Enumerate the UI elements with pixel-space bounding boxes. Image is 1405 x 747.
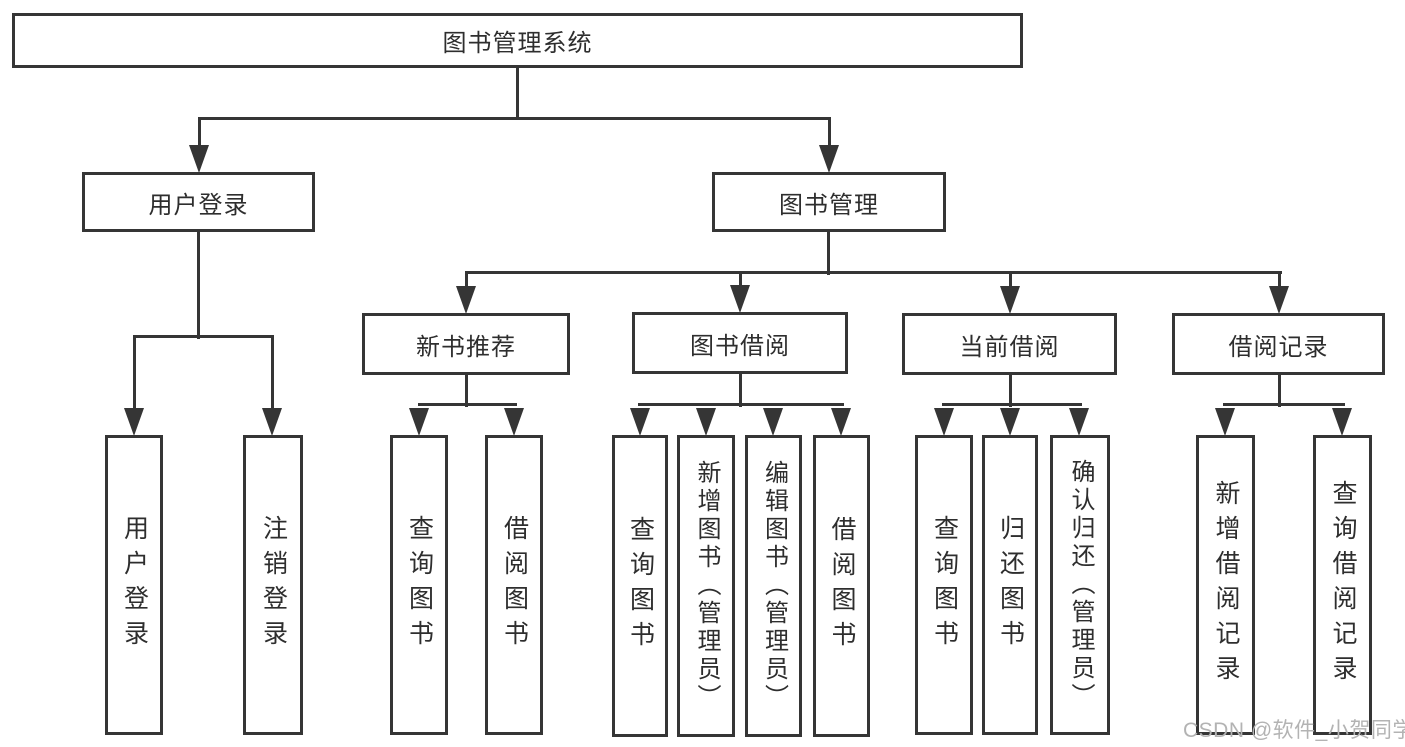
node-new-book-recommendation: 新书推荐	[362, 313, 570, 375]
arrow-down-icon	[262, 408, 282, 436]
leaf-label: 查询图书	[405, 515, 434, 655]
node-label: 图书管理	[779, 191, 879, 219]
arrow-down-icon	[1332, 408, 1352, 436]
leaf-logout: 注销登录	[243, 435, 303, 735]
arrow-down-icon	[409, 408, 429, 436]
connector-vline	[827, 232, 830, 275]
leaf-label: 借阅图书	[500, 515, 529, 655]
node-book-borrowing: 图书借阅	[632, 312, 848, 374]
leaf-label: 注销登录	[259, 515, 288, 655]
arrow-down-icon	[124, 408, 144, 436]
leaf-add-borrow-record: 新增借阅记录	[1196, 435, 1255, 735]
node-borrowing-records: 借阅记录	[1172, 313, 1385, 375]
node-label: 图书管理系统	[442, 30, 593, 57]
arrow-down-icon	[1069, 408, 1089, 436]
leaf-label: 编辑图书（管理员）	[760, 460, 788, 712]
connector-hline	[418, 403, 517, 406]
connector-vline	[739, 374, 742, 407]
arrow-down-icon	[730, 285, 750, 313]
leaf-label: 查询借阅记录	[1329, 480, 1357, 690]
connector-hline	[1223, 403, 1345, 406]
arrow-down-icon	[934, 408, 954, 436]
node-label: 图书借阅	[690, 332, 790, 360]
arrow-down-icon	[456, 286, 476, 314]
leaf-label: 查询图书	[930, 515, 959, 655]
connector-hline	[198, 117, 831, 120]
leaf-query-books-borrow: 查询图书	[612, 435, 668, 737]
connector-vline	[1009, 375, 1012, 407]
leaf-label: 新增图书（管理员）	[693, 460, 720, 712]
connector-hline	[465, 271, 1282, 274]
node-label: 用户登录	[148, 191, 249, 219]
node-library-management-system: 图书管理系统	[12, 13, 1023, 68]
connector-hline	[942, 403, 1082, 406]
arrow-down-icon	[504, 408, 524, 436]
leaf-label: 查询图书	[626, 516, 655, 656]
connector-hline	[133, 335, 274, 338]
leaf-return-book: 归还图书	[982, 435, 1038, 735]
arrow-down-icon	[630, 408, 650, 436]
leaf-query-books-current: 查询图书	[915, 435, 973, 735]
leaf-label: 用户登录	[120, 515, 149, 655]
connector-vline	[516, 68, 519, 120]
leaf-label: 新增借阅记录	[1212, 480, 1240, 690]
leaf-query-borrow-record: 查询借阅记录	[1313, 435, 1372, 735]
connector-vline	[1009, 272, 1012, 288]
connector-vline	[465, 375, 468, 407]
arrow-down-icon	[189, 145, 209, 173]
leaf-edit-book-admin: 编辑图书（管理员）	[745, 435, 802, 737]
connector-vline	[739, 272, 742, 288]
connector-vline	[198, 118, 201, 146]
leaf-label: 确认归还（管理员）	[1067, 459, 1094, 711]
arrow-down-icon	[819, 145, 839, 173]
leaf-label: 归还图书	[996, 515, 1025, 655]
connector-vline	[465, 272, 468, 288]
connector-hline	[638, 403, 844, 406]
csdn-watermark: CSDN @软件_小贺同学	[1183, 719, 1405, 742]
connector-vline	[197, 232, 200, 339]
node-book-management: 图书管理	[712, 172, 946, 232]
leaf-confirm-return-admin: 确认归还（管理员）	[1050, 435, 1110, 735]
arrow-down-icon	[1269, 286, 1289, 314]
connector-vline	[133, 336, 136, 409]
connector-vline	[271, 336, 274, 409]
arrow-down-icon	[696, 408, 716, 436]
leaf-user-login: 用户登录	[105, 435, 163, 735]
node-label: 借阅记录	[1228, 333, 1329, 361]
leaf-label: 借阅图书	[828, 516, 856, 656]
node-label: 新书推荐	[416, 333, 516, 361]
arrow-down-icon	[1215, 408, 1235, 436]
leaf-borrow-books-borrow: 借阅图书	[813, 435, 870, 737]
connector-vline	[828, 118, 831, 146]
connector-vline	[1278, 272, 1281, 288]
arrow-down-icon	[831, 408, 851, 436]
arrow-down-icon	[763, 408, 783, 436]
node-current-borrowing: 当前借阅	[902, 313, 1117, 375]
arrow-down-icon	[1000, 408, 1020, 436]
node-user-login: 用户登录	[82, 172, 315, 232]
arrow-down-icon	[1000, 286, 1020, 314]
connector-vline	[1278, 375, 1281, 407]
leaf-borrow-books-recommend: 借阅图书	[485, 435, 543, 735]
node-label: 当前借阅	[959, 333, 1060, 361]
leaf-add-book-admin: 新增图书（管理员）	[677, 435, 735, 737]
leaf-query-books-recommend: 查询图书	[390, 435, 448, 735]
